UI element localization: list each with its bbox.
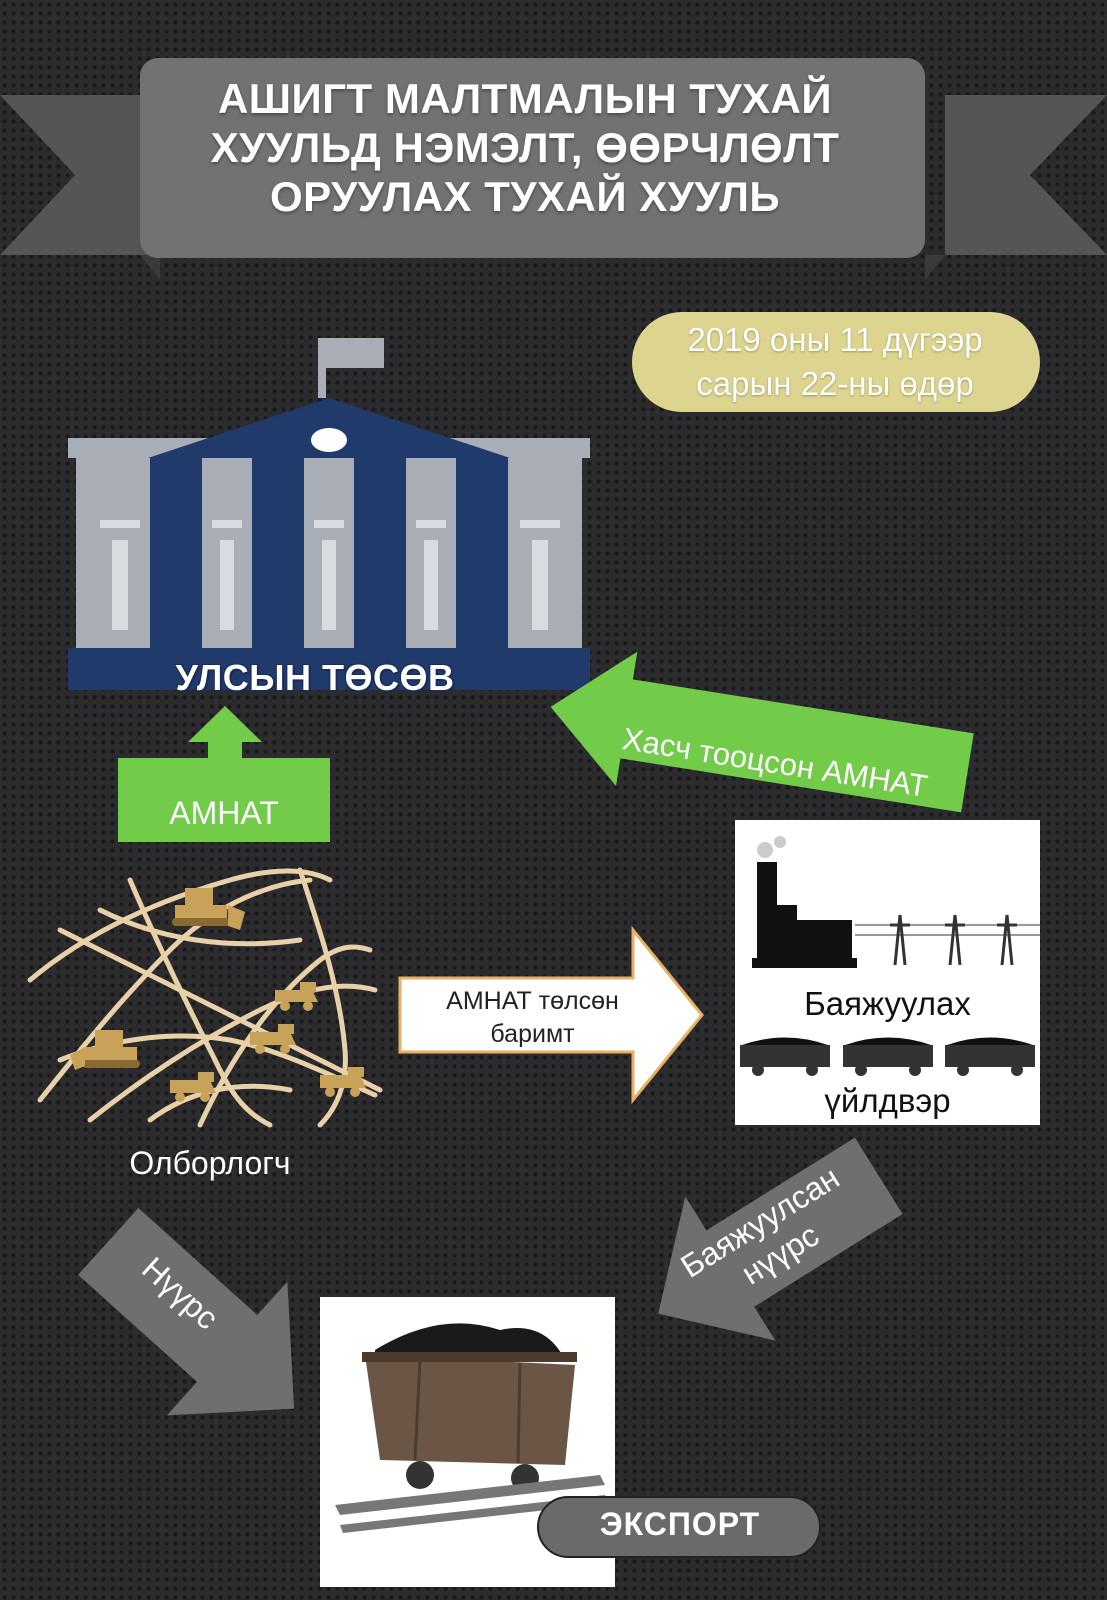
- mining-vehicles-icon: [70, 888, 366, 1102]
- page-title: АШИГТ МАЛТМАЛЫН ТУХАЙ ХУУЛЬД НЭМЭЛТ, ӨӨР…: [140, 74, 910, 221]
- processing-plant-panel: [735, 820, 1040, 1125]
- receipt-line-1: АМНАТ төлсөн: [446, 987, 619, 1015]
- deducted-amnat-arrow: [550, 651, 974, 813]
- mine-roads-icon: [27, 867, 383, 1128]
- coal-wagon-icon: [740, 1037, 1035, 1076]
- processed-coal-arrow: [658, 1137, 903, 1341]
- plant-label-line-1: Баяжуулах: [804, 985, 971, 1022]
- plant-label-line-2: үйлдвэр: [824, 1082, 951, 1119]
- receipt-arrow: [398, 925, 704, 1105]
- date-label: 2019 оны 11 дүгээр сарын 22-ны өдөр: [630, 318, 1040, 406]
- state-budget-label: УЛСЫН ТӨСӨВ: [175, 657, 455, 698]
- miner-label: Олборлогч: [129, 1145, 291, 1181]
- amnat-label: АМНАТ: [169, 795, 279, 831]
- date-line-1: 2019 оны 11 дүгээр: [687, 321, 983, 358]
- title-line-3: ОРУУЛАХ ТУХАЙ ХУУЛЬ: [269, 173, 781, 220]
- export-panel: [320, 1297, 821, 1587]
- government-building-icon: [68, 338, 590, 690]
- amnat-arrow: [118, 706, 330, 842]
- coal-arrow: [78, 1207, 295, 1416]
- title-line-1: АШИГТ МАЛТМАЛЫН ТУХАЙ: [217, 75, 833, 122]
- export-label: ЭКСПОРТ: [599, 1506, 761, 1542]
- title-banner: [0, 58, 1107, 280]
- title-line-2: ХУУЛЬД НЭМЭЛТ, ӨӨРЧЛӨЛТ: [210, 124, 840, 171]
- receipt-line-2: баримт: [490, 1020, 575, 1048]
- receipt-label: АМНАТ төлсөн баримт: [405, 985, 660, 1051]
- coal-cart-icon: [335, 1323, 608, 1533]
- date-pill: [632, 312, 1040, 412]
- date-line-2: сарын 22-ны өдөр: [696, 365, 974, 402]
- power-lines-icon: [855, 914, 1040, 966]
- factory-icon: [752, 836, 857, 968]
